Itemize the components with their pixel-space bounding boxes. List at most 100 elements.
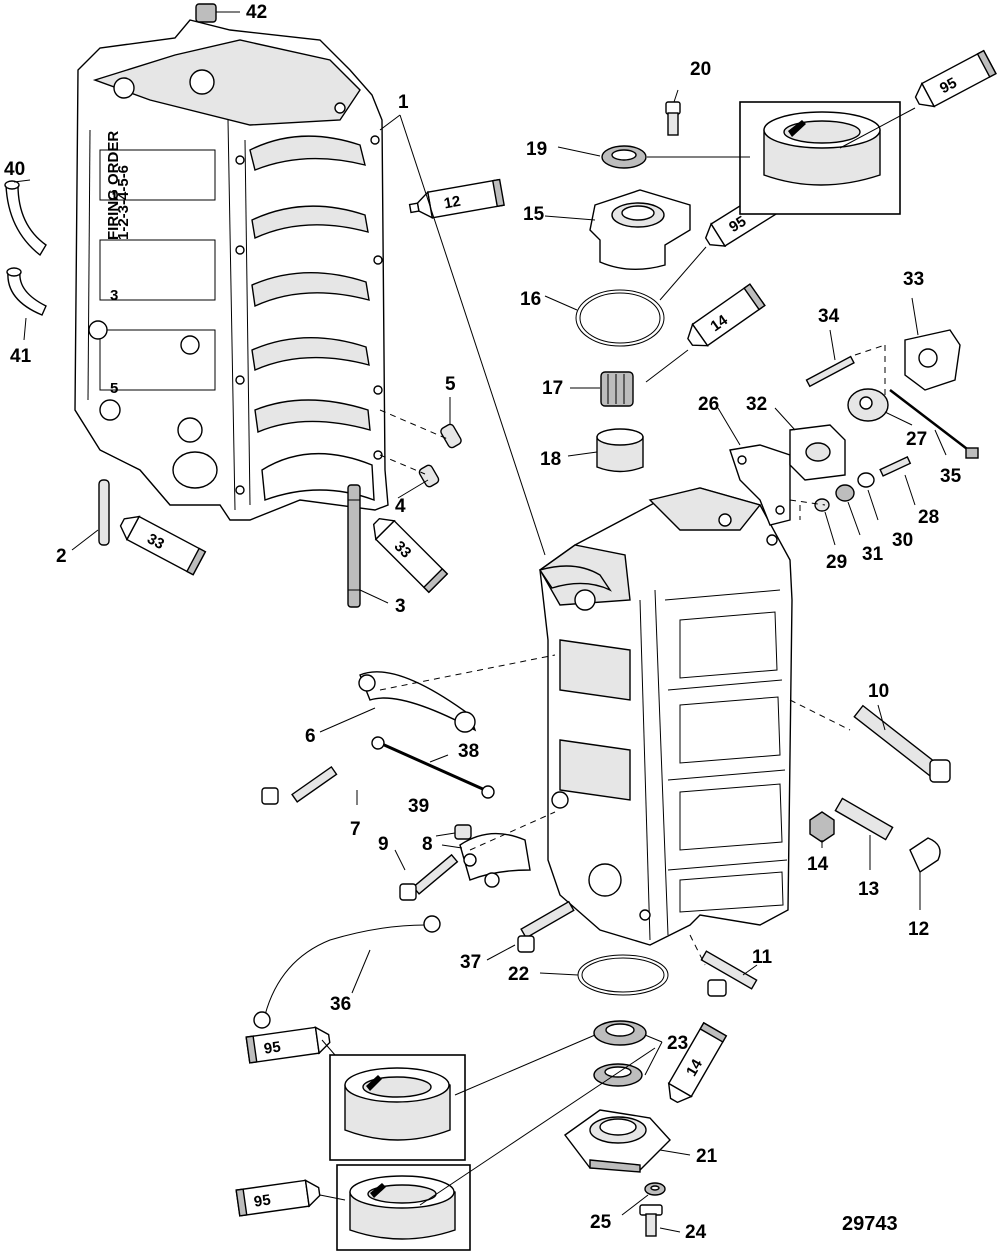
part-6-bearing-cap: [358, 671, 477, 733]
callout-3: 3: [395, 596, 406, 617]
callout-32: 32: [746, 394, 767, 415]
part-42-plug: [195, 3, 240, 23]
callout-35: 35: [940, 466, 962, 487]
cylinder-3-mark: 3: [110, 287, 118, 304]
callout-2: 2: [56, 546, 67, 567]
part-10-bolt: [853, 704, 951, 783]
tube-95a-label: 95: [937, 74, 960, 97]
firing-order-digits: 1-2-3-4-5-6: [115, 165, 132, 240]
part-11-bolt: [700, 950, 758, 997]
part-23-seal-upper: [593, 1020, 647, 1046]
part-34-screw: [805, 355, 855, 388]
seal-detail-box-middle: [329, 1054, 466, 1161]
callout-33: 33: [903, 269, 924, 290]
callout-37: 37: [460, 952, 481, 973]
callout-4: 4: [395, 496, 406, 517]
part-23-seal-lower: [593, 1063, 643, 1087]
part-17-needle-bearing: [600, 371, 634, 407]
tube-95d-label: 95: [253, 1192, 272, 1211]
part-13-bolt: [834, 797, 894, 841]
seal-detail-box-top: [739, 101, 901, 215]
callout-31: 31: [862, 544, 884, 565]
firing-order-label: FIRING ORDER: [105, 131, 122, 240]
callout-22: 22: [508, 964, 529, 985]
callout-13: 13: [858, 879, 879, 900]
callout-9: 9: [378, 834, 389, 855]
callout-14: 14: [807, 854, 829, 875]
callout-41: 41: [10, 346, 32, 367]
part-3-stud: [347, 484, 361, 608]
cylinder-block-left: FIRING ORDER 1-2-3-4-5-6 1 3 5: [74, 19, 389, 521]
callout-23: 23: [667, 1033, 688, 1054]
sealant-tube-33-center: 33: [372, 517, 449, 594]
sealant-tube-14-lower: 14: [667, 1021, 728, 1104]
sealant-tube-12: 12: [408, 178, 505, 220]
tube-12-label: 12: [443, 193, 462, 213]
cylinder-1-mark: 1: [110, 187, 118, 204]
part-25-washer: [644, 1182, 666, 1196]
part-40-hose: [4, 180, 47, 257]
callout-16: 16: [520, 289, 541, 310]
part-31-bushing: [835, 484, 855, 502]
callout-11: 11: [752, 947, 773, 968]
part-4-pin: [418, 464, 440, 488]
callout-17: 17: [542, 378, 563, 399]
crankcase-cover-right: [538, 487, 793, 946]
part-12-cap: [909, 837, 941, 874]
callout-labels: 1 2 3 4 5 6 7 8 9 10 11 12 13 14 15 16 1…: [4, 2, 962, 1243]
part-28-screw: [879, 456, 912, 477]
callout-25: 25: [590, 1212, 612, 1233]
part-2-dowel-pin: [98, 479, 110, 546]
part-21-bearing-housing: [564, 1109, 671, 1173]
part-14-nut: [809, 811, 835, 843]
sealant-tube-14-mid: 14: [687, 283, 766, 347]
callout-21: 21: [696, 1146, 718, 1167]
callout-40: 40: [4, 159, 25, 180]
callout-29: 29: [826, 552, 847, 573]
part-22-o-ring: [577, 954, 669, 996]
cylinder-5-mark: 5: [110, 380, 118, 397]
callout-12: 12: [908, 919, 929, 940]
part-35-link-rod: [889, 389, 979, 459]
part-27-link: [847, 388, 889, 422]
callout-8: 8: [422, 834, 433, 855]
callout-42: 42: [246, 2, 267, 23]
callout-6: 6: [305, 726, 316, 747]
tube-14b-label: 14: [683, 1056, 706, 1080]
part-29-washer: [814, 498, 830, 512]
part-8-bearing-cap: [459, 832, 531, 888]
callout-18: 18: [540, 449, 561, 470]
callout-38: 38: [458, 741, 479, 762]
callout-36: 36: [330, 994, 351, 1015]
part-41-hose: [6, 267, 47, 316]
tube-95c-label: 95: [263, 1039, 282, 1058]
part-26-gasket: [729, 444, 791, 526]
part-18-bearing-race: [596, 428, 644, 473]
part-15-upper-bearing-housing: [589, 189, 691, 271]
callout-28: 28: [918, 507, 939, 528]
sealant-tube-95-top: 95: [914, 49, 997, 108]
callout-39: 39: [408, 796, 429, 817]
callout-7: 7: [350, 819, 361, 840]
tube-33a-label: 33: [144, 530, 167, 553]
part-37-bolt: [517, 900, 575, 953]
part-7-bolt: [261, 765, 338, 805]
callout-5: 5: [445, 374, 456, 395]
callout-15: 15: [523, 204, 545, 225]
sealant-tube-33-left: 33: [119, 515, 207, 576]
part-16-o-ring: [575, 289, 665, 347]
part-39-screw: [454, 824, 472, 840]
callout-19: 19: [526, 139, 547, 160]
part-32-sensor-housing: [789, 424, 846, 481]
callout-10: 10: [868, 681, 889, 702]
figure-id: 29743: [842, 1213, 898, 1235]
part-20-screw: [665, 101, 681, 136]
callout-20: 20: [690, 59, 711, 80]
part-38-ground-strap: [371, 736, 495, 799]
seal-detail-box-bottom: [336, 1164, 471, 1251]
part-24-screw: [639, 1204, 663, 1237]
part-30-washer: [857, 472, 875, 488]
callout-30: 30: [892, 530, 913, 551]
callout-26: 26: [698, 394, 719, 415]
